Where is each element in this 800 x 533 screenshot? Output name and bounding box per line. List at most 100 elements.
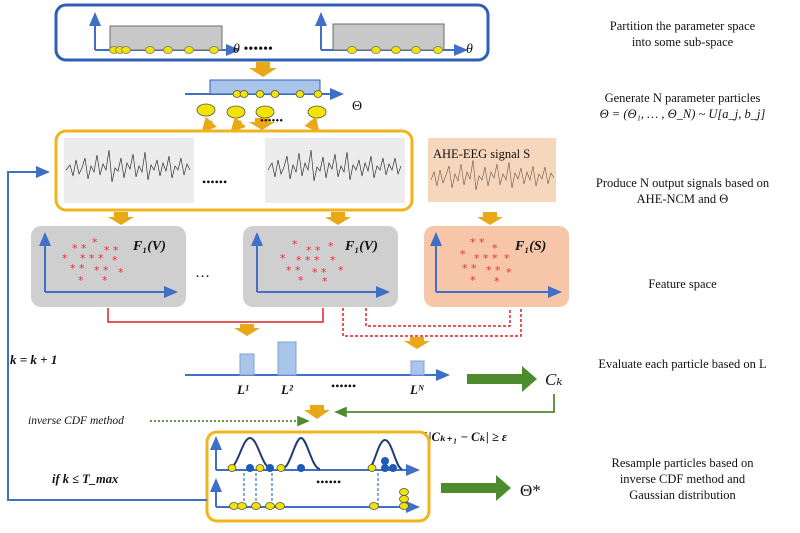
resample-frame bbox=[205, 430, 431, 523]
svg-text:* * *: * * * bbox=[474, 252, 498, 265]
svg-text:* *: * * bbox=[306, 244, 321, 257]
caption-feature: Feature space bbox=[575, 276, 790, 292]
theta-star-label: Θ* bbox=[520, 481, 541, 500]
resample-dots: •••••• bbox=[316, 475, 341, 489]
svg-text:* *: * * bbox=[94, 264, 109, 277]
arrow-down-5 bbox=[234, 324, 260, 336]
feature-box-eeg bbox=[424, 226, 569, 307]
caption-generate-line2: Θ = (Θ₁, … , Θ_N) ~ U[a_j, b_j] bbox=[599, 107, 766, 121]
caption-partition: Partition the parameter space into some … bbox=[575, 18, 790, 50]
feedback-line bbox=[334, 394, 555, 418]
bar-dots: •••••• bbox=[331, 379, 356, 393]
caption-produce-line1: Produce N output signals based on bbox=[595, 176, 770, 190]
svg-text:*: * bbox=[322, 275, 328, 288]
bar-label-1: L¹ bbox=[236, 382, 249, 397]
caption-evaluate-line: Evaluate each particle based on L bbox=[598, 357, 767, 371]
caption-resample-line2: inverse CDF method and bbox=[619, 472, 746, 486]
arrow-down-7 bbox=[304, 405, 330, 419]
svg-text:* *: * * bbox=[104, 244, 119, 257]
svg-text:* * *: * * * bbox=[296, 254, 320, 267]
caption-produce: Produce N output signals based on AHE-NC… bbox=[575, 175, 790, 207]
arrow-down-2 bbox=[108, 212, 134, 225]
parameter-particles bbox=[185, 79, 344, 133]
arrow-down-1 bbox=[249, 62, 277, 77]
svg-text:* *: * * bbox=[486, 264, 501, 277]
signal-dots: •••••• bbox=[202, 175, 227, 189]
caption-generate-line1: Generate N parameter particles bbox=[604, 91, 761, 105]
svg-text:*: * bbox=[338, 264, 344, 277]
theta-label-left: θ •••••• bbox=[233, 42, 273, 57]
convergence-condition: if |Cₖ₊₁ − Cₖ| ≥ ε bbox=[418, 430, 508, 444]
svg-text:*: * bbox=[62, 252, 68, 265]
iteration-condition: if k ≤ T_max bbox=[52, 472, 118, 486]
caption-resample-line3: Gaussian distribution bbox=[629, 488, 736, 502]
arrow-down-4 bbox=[477, 212, 503, 225]
svg-text:*: * bbox=[280, 252, 286, 265]
particle-dots: •••••• bbox=[260, 115, 283, 127]
svg-text:*: * bbox=[330, 254, 336, 267]
eeg-signal-label: AHE-EEG signal S bbox=[433, 147, 530, 161]
theta-label-right: θ bbox=[466, 42, 473, 57]
svg-text:*: * bbox=[292, 238, 298, 251]
svg-text:*: * bbox=[78, 274, 84, 287]
k-update-label: k = k + 1 bbox=[10, 352, 57, 367]
feature-label-2: F₁(V) bbox=[344, 239, 378, 254]
inverse-cdf-label: inverse CDF method bbox=[28, 415, 124, 427]
svg-text:* *: * * bbox=[286, 264, 301, 277]
arrow-down-6 bbox=[404, 337, 430, 349]
caption-partition-line1: Partition the parameter space bbox=[609, 19, 756, 33]
signal-plot-2 bbox=[265, 138, 405, 203]
svg-text:*: * bbox=[298, 274, 304, 287]
caption-resample: Resample particles based on inverse CDF … bbox=[575, 455, 790, 503]
likelihood-chart bbox=[185, 341, 450, 381]
svg-text:*: * bbox=[504, 252, 510, 265]
resample-gaussian-row bbox=[210, 436, 420, 476]
feature-stars-eeg: * ** ** * ** * ** ** ** bbox=[460, 236, 512, 288]
feature-label-1: F₁(V) bbox=[132, 239, 166, 254]
svg-text:* *: * * bbox=[470, 236, 485, 249]
svg-text:*: * bbox=[328, 240, 334, 253]
big-theta-label: Θ bbox=[352, 99, 362, 114]
svg-text:* *: * * bbox=[70, 262, 85, 275]
feature-label-eeg: F₁(S) bbox=[514, 239, 546, 254]
caption-evaluate: Evaluate each particle based on L bbox=[575, 356, 790, 372]
svg-text:* * *: * * * bbox=[80, 252, 104, 265]
feature-box-2 bbox=[243, 226, 398, 307]
signal-plot-1 bbox=[64, 138, 194, 203]
feature-box-1 bbox=[31, 226, 186, 307]
feature-axes bbox=[39, 232, 562, 298]
svg-text:* *: * * bbox=[72, 242, 87, 255]
feature-ellipsis: … bbox=[195, 265, 210, 281]
ck-label: Cₖ bbox=[545, 370, 563, 389]
comparison-lines bbox=[107, 308, 522, 337]
bar-label-N: Lᴺ bbox=[409, 382, 425, 397]
svg-text:*: * bbox=[470, 274, 476, 287]
arrow-to-ck bbox=[467, 366, 537, 392]
svg-text:* *: * * bbox=[312, 266, 327, 279]
arrow-to-theta-star bbox=[441, 475, 511, 501]
caption-resample-line1: Resample particles based on bbox=[611, 456, 754, 470]
svg-text:*: * bbox=[118, 266, 124, 279]
feature-stars-2: ** ** ** * ** * ** ** ** bbox=[280, 238, 344, 288]
caption-partition-line2: into some sub-space bbox=[631, 35, 734, 49]
caption-generate: Generate N parameter particles Θ = (Θ₁, … bbox=[575, 90, 790, 122]
svg-text:*: * bbox=[492, 242, 498, 255]
caption-produce-line2: AHE-NCM and Θ bbox=[636, 192, 729, 206]
svg-text:*: * bbox=[102, 274, 108, 287]
arrow-down-3 bbox=[325, 212, 351, 225]
svg-text:*: * bbox=[494, 275, 500, 288]
feature-stars-1: * *** * ** * ** * ** ** ** bbox=[62, 236, 124, 287]
svg-text:*: * bbox=[92, 236, 98, 249]
eeg-signal-plot bbox=[428, 138, 556, 202]
resample-particles-row bbox=[210, 473, 420, 513]
svg-text:*: * bbox=[112, 254, 118, 267]
bar-label-2: L² bbox=[280, 382, 294, 397]
svg-text:*: * bbox=[506, 266, 512, 279]
subspace-left bbox=[89, 12, 240, 56]
svg-text:* *: * * bbox=[462, 262, 477, 275]
caption-feature-line: Feature space bbox=[648, 277, 717, 291]
iteration-loop-arrow bbox=[7, 166, 207, 501]
subspace-right bbox=[315, 12, 468, 56]
